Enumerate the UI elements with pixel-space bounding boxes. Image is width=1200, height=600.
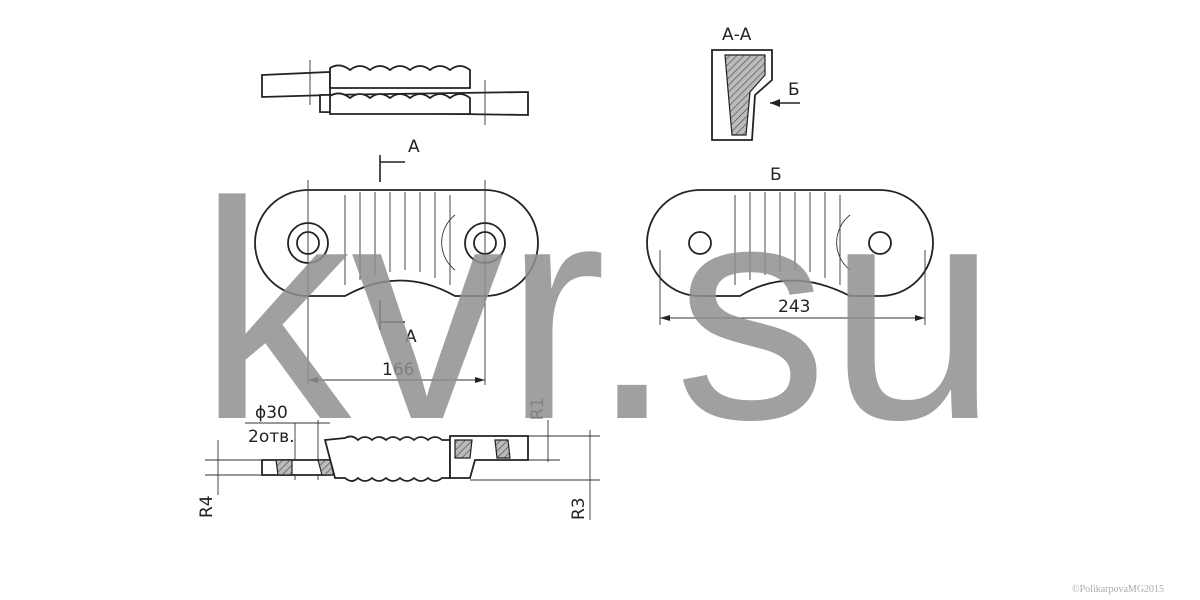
dim-hole-diameter: ϕ30 <box>255 403 288 423</box>
side-view: ϕ30 2отв. R4 R1 R3 <box>197 397 600 520</box>
cut-label-top: А <box>408 137 420 157</box>
top-view <box>261 60 529 125</box>
dim-hole-count: 2отв. <box>248 427 295 447</box>
view-b-label: Б <box>770 165 782 185</box>
watermark: kvr.su <box>198 137 998 484</box>
section-label: А-А <box>722 25 752 45</box>
copyright: ©PolikarpovaMG2015 <box>1072 584 1164 595</box>
section-a-a: А-А Б <box>711 25 800 141</box>
dim-r1: R1 <box>528 397 548 420</box>
arrow-b-label: Б <box>788 80 800 100</box>
cut-label-bottom: А <box>405 327 417 347</box>
dim-length-166: 166 <box>382 360 414 380</box>
view-b: Б 243 <box>646 165 934 325</box>
front-view-left: А А 166 <box>254 137 539 385</box>
dim-length-243: 243 <box>778 297 810 317</box>
dim-r4: R4 <box>197 495 217 518</box>
dim-r3: R3 <box>569 497 589 520</box>
